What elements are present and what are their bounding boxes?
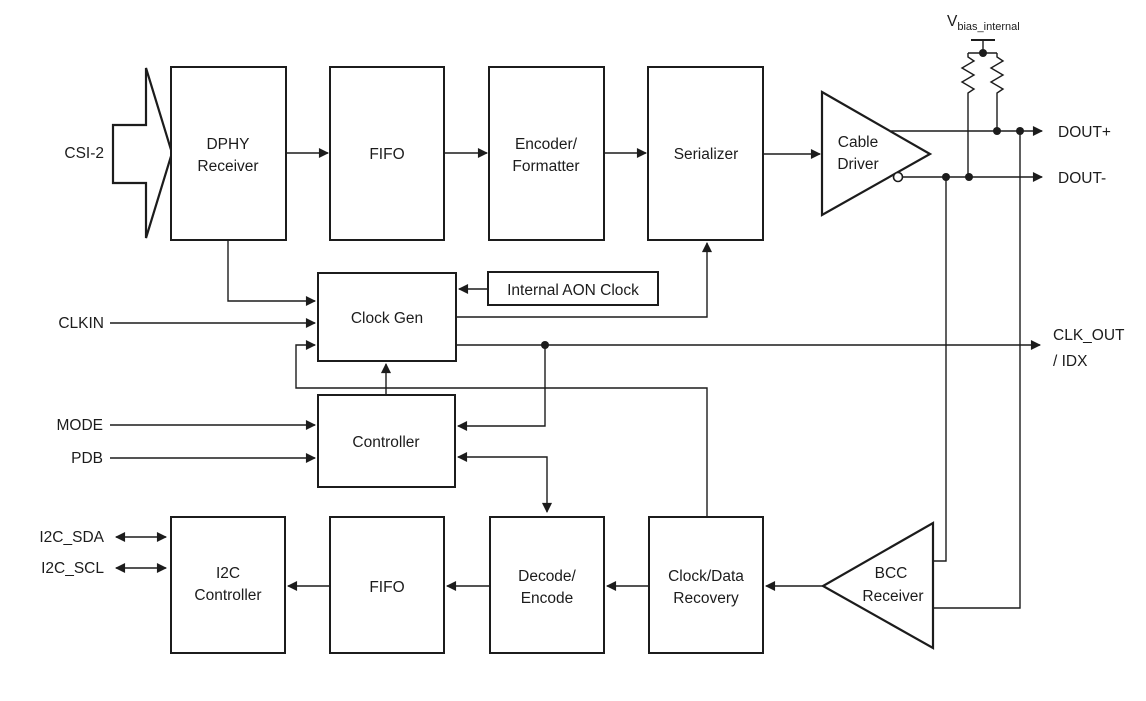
pin-label-pdb: PDB <box>71 450 103 467</box>
fifo-bottom-box <box>329 516 445 654</box>
cable-driver-triangle <box>820 90 933 217</box>
wire-doutp-to-bcc <box>934 131 1021 609</box>
block-dphy-receiver: DPHY Receiver <box>170 66 287 241</box>
pin-label-csi2: CSI-2 <box>64 145 104 162</box>
vbias-label: Vbias_internal <box>947 13 1020 33</box>
wire-doutm-to-bcc <box>934 177 947 562</box>
wire-controller-decode-bidir <box>456 451 553 514</box>
wire-recovered-clock-to-clockgen <box>295 339 708 517</box>
junction-dot-vbias <box>979 49 987 57</box>
cable-driver-label-line1: Cable <box>838 134 879 151</box>
controller-label: Controller <box>352 434 419 451</box>
internal-aon-clock-box <box>487 271 659 306</box>
pin-label-doutp: DOUT+ <box>1058 124 1111 141</box>
dphy-receiver-label-line2: Receiver <box>197 158 258 175</box>
cable-driver-label-line2: Driver <box>837 156 878 173</box>
block-bcc-receiver: BCC Receiver <box>820 521 935 650</box>
block-cable-driver: Cable Driver <box>820 90 933 217</box>
i2c-controller-label-line1: I2C <box>216 565 240 582</box>
encoder-formatter-box <box>488 66 605 241</box>
internal-aon-clock-label: Internal AON Clock <box>507 282 639 299</box>
encoder-label-line2: Formatter <box>512 158 579 175</box>
block-encoder-formatter: Encoder/ Formatter <box>488 66 605 241</box>
junction-dot-doutp-resistor <box>993 127 1001 135</box>
pin-label-i2c-sda: I2C_SDA <box>39 529 104 546</box>
dphy-receiver-box <box>170 66 287 241</box>
pin-label-clkin: CLKIN <box>58 315 104 332</box>
controller-box <box>317 394 456 488</box>
decode-encode-label-line2: Encode <box>521 590 574 607</box>
decode-encode-box <box>489 516 605 654</box>
block-clock-gen: Clock Gen <box>317 272 457 362</box>
pin-label-doutm: DOUT- <box>1058 170 1106 187</box>
block-decode-encode: Decode/ Encode <box>489 516 605 654</box>
bcc-receiver-label-line1: BCC <box>875 565 908 582</box>
fifo-bottom-label: FIFO <box>369 579 404 596</box>
block-serializer: Serializer <box>647 66 764 241</box>
bcc-receiver-triangle <box>820 521 935 650</box>
fifo-top-label: FIFO <box>369 146 404 163</box>
pin-label-clk-out: CLK_OUT <box>1053 327 1125 344</box>
wire-clkout-branch-to-controller <box>456 345 546 432</box>
wire-dphy-to-clockgen <box>227 240 317 307</box>
serializer-label: Serializer <box>674 146 739 163</box>
encoder-label-line1: Encoder/ <box>515 136 578 153</box>
cdr-label-line2: Recovery <box>673 590 739 607</box>
inverting-output-bubble <box>892 171 904 183</box>
block-i2c-controller: I2C Controller <box>170 516 286 654</box>
pin-label-mode: MODE <box>57 417 104 434</box>
serializer-box <box>647 66 764 241</box>
wire-clockgen-to-serializer <box>456 241 713 318</box>
decode-encode-label-line1: Decode/ <box>518 568 576 585</box>
pin-label-idx: / IDX <box>1053 353 1088 370</box>
block-controller: Controller <box>317 394 456 488</box>
clock-gen-box <box>317 272 457 362</box>
i2c-controller-label-line2: Controller <box>194 587 261 604</box>
clock-gen-label: Clock Gen <box>351 310 423 327</box>
junction-dot-doutm-resistor <box>965 173 973 181</box>
resistor-right <box>989 53 1005 131</box>
resistor-left <box>960 53 976 177</box>
block-clock-data-recovery: Clock/Data Recovery <box>648 516 764 654</box>
block-fifo-top: FIFO <box>329 66 445 241</box>
i2c-controller-box <box>170 516 286 654</box>
clock-data-recovery-box <box>648 516 764 654</box>
bcc-receiver-label-line2: Receiver <box>862 588 923 605</box>
dphy-receiver-label-line1: DPHY <box>206 136 249 153</box>
cdr-label-line1: Clock/Data <box>668 568 744 585</box>
vbias-network: Vbias_internal <box>947 13 1020 177</box>
pin-label-i2c-scl: I2C_SCL <box>41 560 104 577</box>
block-internal-aon-clock: Internal AON Clock <box>487 271 659 306</box>
block-fifo-bottom: FIFO <box>329 516 445 654</box>
csi2-input-arrow-shape <box>111 67 174 239</box>
fifo-top-box <box>329 66 445 241</box>
